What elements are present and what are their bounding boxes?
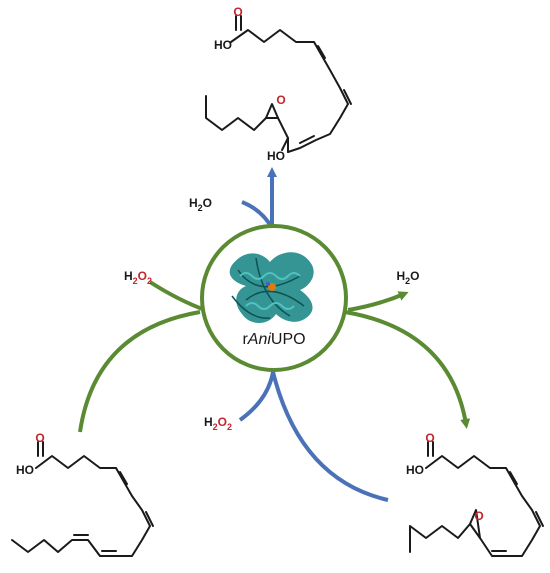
blue-arrows [238, 167, 389, 502]
green-arrows [78, 280, 471, 433]
enzyme-label: rAniUPO [242, 331, 305, 348]
product-hydroxy-epoxide: HO O O HO [205, 5, 352, 163]
h2o2-label-bottom: H2O2 [204, 415, 232, 432]
green-arrow-h2o-out [347, 291, 409, 312]
substrate-carbonyl-label: O [35, 431, 44, 445]
epoxide-carbonyl-label: O [425, 431, 434, 445]
carbonyl-o-label: O [233, 5, 242, 19]
enzyme-node: rAniUPO [200, 224, 348, 372]
epoxide-ring-o-label: O [474, 509, 483, 523]
h2o-label-top: H2O [189, 196, 212, 213]
epoxide-o-label: O [276, 93, 285, 107]
blue-arrow-h2o-out [241, 200, 274, 230]
substrate-fatty-acid: HO O [11, 431, 154, 557]
blue-arrow-epoxide-in [271, 371, 389, 502]
green-arrow-to-epoxide [344, 310, 471, 429]
substrate-acid-label: HO [16, 463, 34, 477]
h2o2-label-left: H2O2 [124, 269, 152, 286]
green-arrow-h2o2-in [148, 280, 206, 312]
product-epoxide: HO O O [406, 431, 544, 557]
green-arrow-substrate-in [78, 310, 201, 433]
blue-arrow-h2o2-in [238, 371, 275, 422]
h2o-label-right: H2O [396, 269, 419, 286]
hydroxyl-label: HO [267, 149, 285, 163]
acid-oh-label: HO [214, 38, 232, 52]
epoxide-acid-label: HO [406, 463, 424, 477]
protein-structure-icon [229, 252, 314, 323]
